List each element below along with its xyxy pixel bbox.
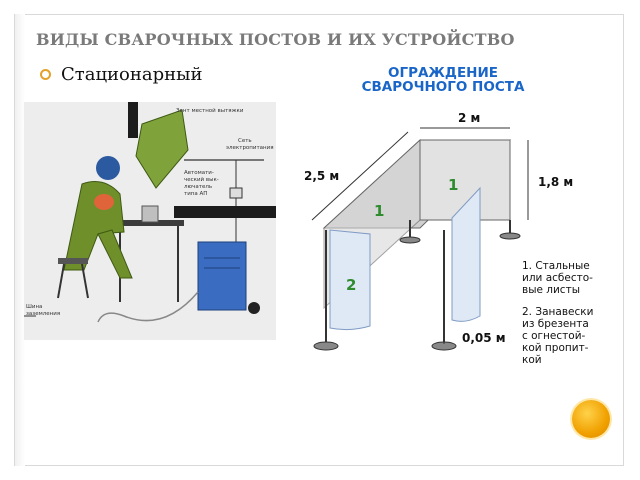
bullet-circle-icon	[40, 69, 51, 80]
marker-2-curtain: 2	[346, 276, 356, 294]
curtain-right-icon	[451, 186, 481, 322]
dim-height: 1,8 м	[538, 175, 573, 189]
weld-table	[114, 220, 184, 226]
welder-glove-icon	[94, 194, 114, 210]
legend-1: 1. Стальные или асбесто- вые листы	[522, 260, 593, 296]
stool-leg-a	[57, 263, 65, 299]
welding-machine-icon	[197, 241, 247, 311]
dim-gap: 0,05 м	[462, 331, 506, 345]
exhaust-hood-icon	[135, 109, 189, 189]
wall-strip	[174, 206, 276, 218]
marker-1-side: 1	[374, 202, 384, 220]
next-slide-button[interactable]	[572, 400, 610, 438]
foot-icon	[313, 341, 339, 351]
marker-1-back: 1	[448, 176, 458, 194]
bullet-text: Стационарный	[61, 64, 203, 85]
exhaust-pipe	[128, 102, 138, 138]
dim-depth: 2,5 м	[304, 169, 339, 183]
machine-wheel-icon	[248, 302, 260, 314]
dim-line-depth	[311, 131, 409, 221]
welder-helmet-icon	[96, 156, 120, 180]
booth-illustration: ОГРАЖДЕНИЕ СВАРОЧНОГО ПОСТА 2 м 2,5 м 1,…	[290, 58, 596, 380]
stool-seat	[58, 258, 88, 264]
foot-icon	[499, 232, 521, 240]
bullet-item: Стационарный	[40, 64, 202, 85]
frame-edge	[15, 14, 25, 466]
label-exhaust: Зонт местной вытяжки	[176, 107, 244, 114]
booth-title-line1: ОГРАЖДЕНИЕ	[387, 65, 498, 81]
dim-width: 2 м	[458, 111, 480, 125]
curtain-left-icon	[329, 229, 371, 331]
stool-leg-b	[81, 263, 89, 299]
workpiece-icon	[141, 205, 159, 223]
booth-svg: 2 м 2,5 м 1,8 м 0,05 м 1 1 2	[304, 111, 573, 351]
weld-cable	[97, 291, 199, 323]
booth-title-line2: СВАРОЧНОГО ПОСТА	[361, 79, 525, 95]
legend-2: 2. Занавески из брезента с огнестой- кой…	[522, 306, 594, 366]
foot-icon	[399, 236, 421, 244]
breaker-box-icon	[229, 187, 243, 199]
welder-leg-icon	[97, 229, 133, 279]
slide-title: ВИДЫ СВАРОЧНЫХ ПОСТОВ И ИХ УСТРОЙСТВО	[36, 30, 515, 49]
